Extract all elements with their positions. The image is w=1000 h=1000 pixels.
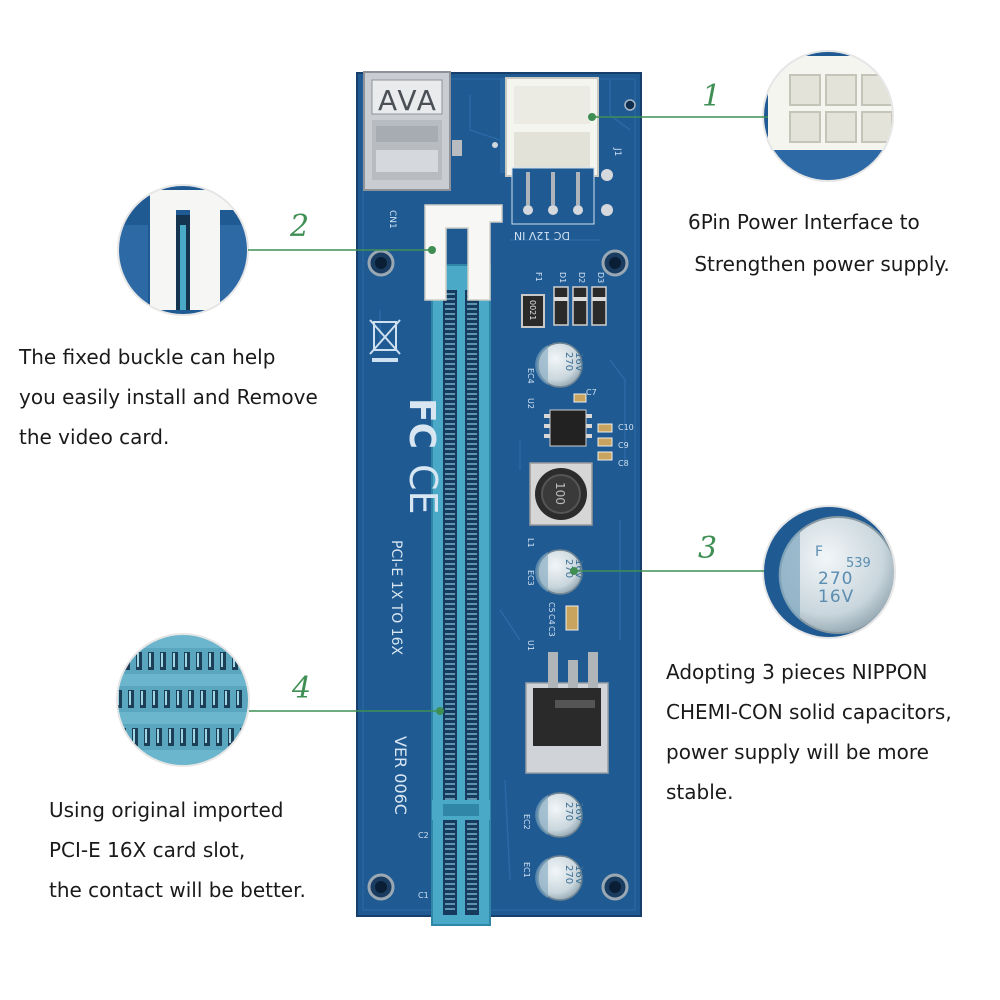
capacitor-ec4: 270 16V [535, 342, 584, 388]
svg-text:C9: C9 [618, 441, 629, 450]
svg-text:CN1: CN1 [387, 210, 397, 229]
fuse-and-diodes: 0021 [521, 286, 607, 328]
capacitor-ec3: 270 16V [535, 549, 584, 595]
svg-text:C4: C4 [547, 614, 556, 625]
svg-text:DC 12V IN: DC 12V IN [514, 229, 570, 242]
svg-text:270: 270 [563, 352, 574, 371]
svg-text:0021: 0021 [528, 300, 537, 320]
slot-retention-buckle [424, 204, 503, 301]
svg-text:16V: 16V [573, 865, 584, 885]
usb-connector: AVA CN1 [363, 71, 462, 229]
svg-text:J1: J1 [612, 147, 622, 156]
callout-number-4: 4 [292, 671, 312, 706]
callout-number-2: 2 [290, 209, 310, 244]
usb-label: AVA [378, 84, 438, 117]
callout-2-text-line: The fixed buckle can help [19, 345, 276, 369]
inductor-l1: 100 [529, 462, 593, 526]
svg-text:EC2: EC2 [522, 814, 531, 830]
svg-text:C5: C5 [547, 602, 556, 613]
slot-pins-closeup-icon [117, 634, 249, 766]
svg-text:U2: U2 [526, 398, 535, 409]
svg-text:C1: C1 [418, 891, 429, 900]
version-label: VER 006C [391, 736, 410, 815]
callout-3-text-line: CHEMI-CON solid capacitors, [666, 700, 952, 724]
svg-text:16V: 16V [573, 559, 584, 579]
callout-number-1: 1 [702, 79, 722, 114]
svg-text:C7: C7 [586, 388, 597, 397]
svg-text:C8: C8 [618, 459, 629, 468]
callout-number-3: 3 [698, 531, 718, 566]
svg-text:270: 270 [563, 559, 574, 578]
callout-dot-2 [428, 246, 436, 254]
svg-text:F: F [815, 544, 823, 560]
svg-text:EC4: EC4 [526, 368, 535, 384]
callout-dot-3 [570, 567, 578, 575]
svg-text:F1: F1 [534, 272, 543, 282]
svg-text:D3: D3 [596, 272, 605, 283]
capacitor-ec1: 270 16V [535, 855, 584, 901]
callout-3-text-line: stable. [666, 780, 734, 804]
svg-text:EC1: EC1 [522, 862, 531, 878]
callout-dot-4 [436, 707, 444, 715]
callout-4-text-line: PCI-E 16X card slot, [49, 838, 246, 862]
fc-mark: FC [401, 398, 442, 449]
chip-u2 [544, 393, 613, 461]
svg-text:C10: C10 [618, 423, 634, 432]
svg-text:16V: 16V [573, 802, 584, 822]
svg-text:100: 100 [553, 482, 567, 505]
callout-3-text-line: power supply will be more [666, 740, 929, 764]
callout-dot-1 [588, 113, 596, 121]
callout-1-text-line: 6Pin Power Interface to [688, 210, 920, 234]
model-label: PCI-E 1X TO 16X [388, 540, 404, 655]
svg-text:539: 539 [846, 556, 871, 571]
svg-text:C2: C2 [418, 831, 429, 840]
svg-text:L1: L1 [526, 538, 535, 548]
svg-text:270: 270 [563, 865, 574, 884]
svg-text:U1: U1 [526, 640, 535, 651]
svg-text:C3: C3 [547, 626, 556, 637]
recycle-bin-mark [369, 319, 401, 362]
capacitor-closeup-icon: F 539 270 16V [763, 506, 895, 638]
svg-text:16V: 16V [573, 352, 584, 372]
callout-1-text-line: Strengthen power supply. [688, 252, 950, 276]
svg-text:EC3: EC3 [526, 570, 535, 586]
voltage-regulator-u1 [525, 652, 609, 774]
callout-3-text-line: Adopting 3 pieces NIPPON [666, 660, 928, 684]
callout-4-text-line: Using original imported [49, 798, 284, 822]
callout-2-text-line: the video card. [19, 425, 170, 449]
svg-text:16V: 16V [818, 587, 854, 607]
svg-text:D2: D2 [577, 272, 586, 283]
pcie-16x-slot [431, 264, 491, 926]
svg-text:D1: D1 [558, 272, 567, 283]
6pin-connector-closeup-icon [763, 51, 893, 181]
callout-4-text-line: the contact will be better. [49, 878, 306, 902]
callout-2-text-line: you easily install and Remove [19, 385, 318, 409]
6pin-power-connector: DC 12V IN J1 [500, 77, 622, 242]
callout-lines [248, 116, 768, 712]
ce-mark: CE [401, 464, 445, 515]
capacitor-ec2: 270 16V [535, 792, 584, 838]
svg-text:270: 270 [818, 569, 853, 589]
svg-text:270: 270 [563, 802, 574, 821]
